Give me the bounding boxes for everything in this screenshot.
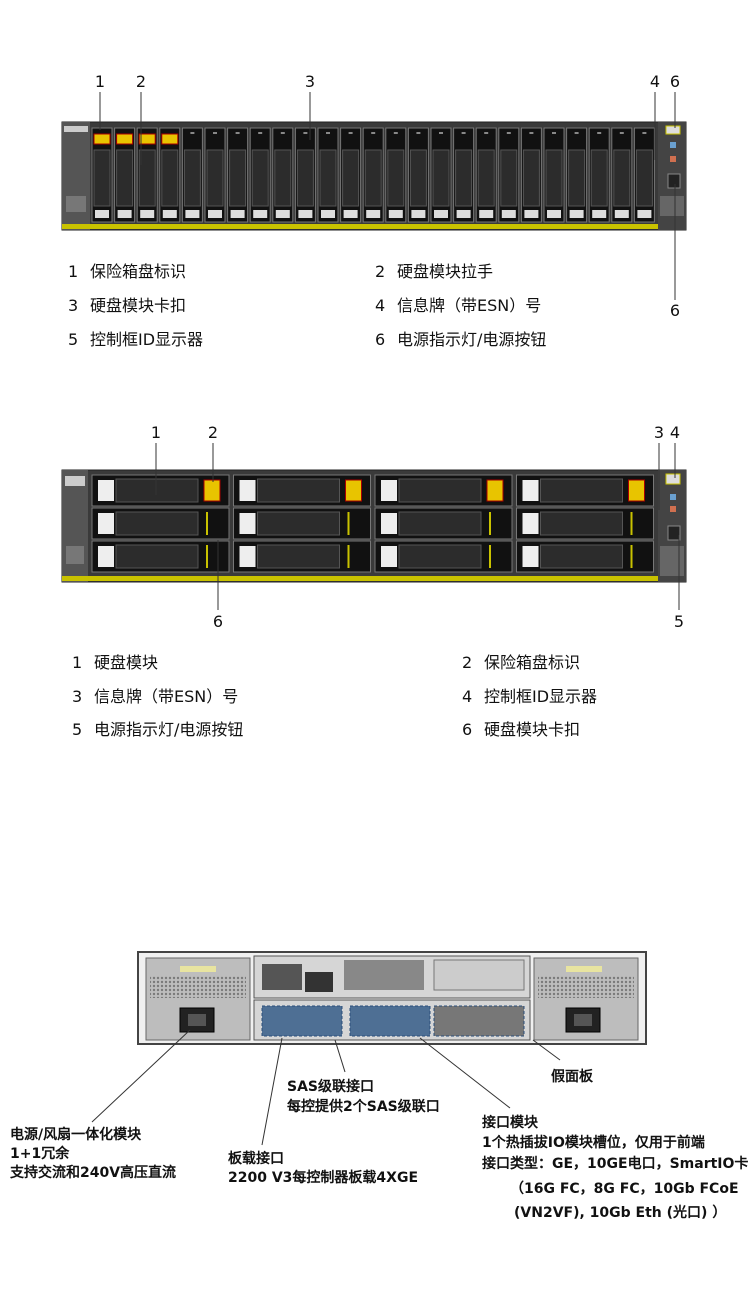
drive-bay-3-5in bbox=[516, 474, 654, 507]
drive-bay-2-5in bbox=[204, 127, 226, 223]
note-io-line4: (VN2VF), 10Gb Eth (光口) ） bbox=[514, 1205, 727, 1221]
drive-bay-2-5in bbox=[475, 127, 497, 223]
drive-bay-2-5in bbox=[317, 127, 339, 223]
drive-bay-2-5in bbox=[91, 127, 113, 223]
drive-bay-2-5in bbox=[407, 127, 429, 223]
drive-bay-3-5in bbox=[233, 474, 371, 507]
diagram1-callout-6-top: 6 bbox=[669, 72, 681, 91]
drive-bay-2-5in bbox=[159, 127, 181, 223]
note-psu-line1: 1+1冗余 bbox=[10, 1146, 70, 1162]
drive-bay-2-5in bbox=[136, 127, 158, 223]
drive-bay-2-5in bbox=[385, 127, 407, 223]
drive-bay-3-5in bbox=[233, 540, 371, 573]
note-sas-desc: 每控提供2个SAS级联口 bbox=[287, 1099, 440, 1115]
note-io-line3: （16G FC，8G FC，10Gb FCoE bbox=[510, 1181, 739, 1197]
drive-bay-2-5in bbox=[543, 127, 565, 223]
drive-bay-2-5in bbox=[227, 127, 249, 223]
diagram2-callout-3: 3 bbox=[653, 423, 665, 442]
drive-bay-2-5in bbox=[520, 127, 542, 223]
note-onboard-desc: 2200 V3每控制器板载4XGE bbox=[228, 1170, 419, 1186]
drive-bay-3-5in bbox=[374, 507, 513, 540]
drive-bay-2-5in bbox=[498, 127, 520, 223]
drive-bay-2-5in bbox=[272, 127, 294, 223]
drive-bay-3-5in bbox=[91, 474, 230, 507]
diagram1-callout-1: 1 bbox=[94, 72, 106, 91]
diagram1-callout-6-bottom: 6 bbox=[669, 301, 681, 320]
diagram1-callout-4: 4 bbox=[649, 72, 661, 91]
note-psu-title: 电源/风扇一体化模块 bbox=[10, 1127, 142, 1143]
drive-bay-3-5in bbox=[374, 540, 513, 573]
drive-bay-3-5in bbox=[374, 474, 513, 507]
note-blank-panel: 假面板 bbox=[551, 1069, 593, 1085]
drive-bay-2-5in bbox=[340, 127, 362, 223]
note-onboard-title: 板载接口 bbox=[228, 1151, 284, 1167]
drive-bay-2-5in bbox=[453, 127, 475, 223]
drive-bay-3-5in bbox=[91, 540, 230, 573]
psu-left-vent bbox=[150, 976, 246, 998]
note-io-line1: 1个热插拔IO模块槽位，仅用于前端 bbox=[482, 1135, 705, 1151]
note-io-line2: 接口类型：GE，10GE电口，SmartIO卡 bbox=[482, 1156, 749, 1172]
drive-bay-3-5in bbox=[91, 507, 230, 540]
note-sas-title: SAS级联接口 bbox=[287, 1079, 375, 1095]
drive-bay-2-5in bbox=[249, 127, 271, 223]
note-io-title: 接口模块 bbox=[482, 1115, 538, 1131]
note-psu-line2: 支持交流和240V高压直流 bbox=[10, 1165, 177, 1181]
diagram1-callout-3: 3 bbox=[304, 72, 316, 91]
diagram2-callout-2: 2 bbox=[207, 423, 219, 442]
drive-bay-2-5in bbox=[294, 127, 316, 223]
drive-bay-3-5in bbox=[516, 507, 654, 540]
diagram2-callout-1: 1 bbox=[150, 423, 162, 442]
diagram2-callout-6: 6 bbox=[212, 612, 224, 631]
drive-bay-2-5in bbox=[566, 127, 588, 223]
drive-bay-2-5in bbox=[430, 127, 452, 223]
diagram2-callout-4: 4 bbox=[669, 423, 681, 442]
drive-bay-2-5in bbox=[114, 127, 136, 223]
drive-bay-3-5in bbox=[233, 507, 371, 540]
drive-bay-3-5in bbox=[516, 540, 654, 573]
drive-bay-2-5in bbox=[362, 127, 384, 223]
drive-bay-2-5in bbox=[181, 127, 203, 223]
drive-bay-2-5in bbox=[611, 127, 633, 223]
diagram1-callout-2: 2 bbox=[135, 72, 147, 91]
diagram2-callout-5: 5 bbox=[673, 612, 685, 631]
drive-bay-2-5in bbox=[633, 127, 655, 223]
drive-bay-2-5in bbox=[588, 127, 610, 223]
